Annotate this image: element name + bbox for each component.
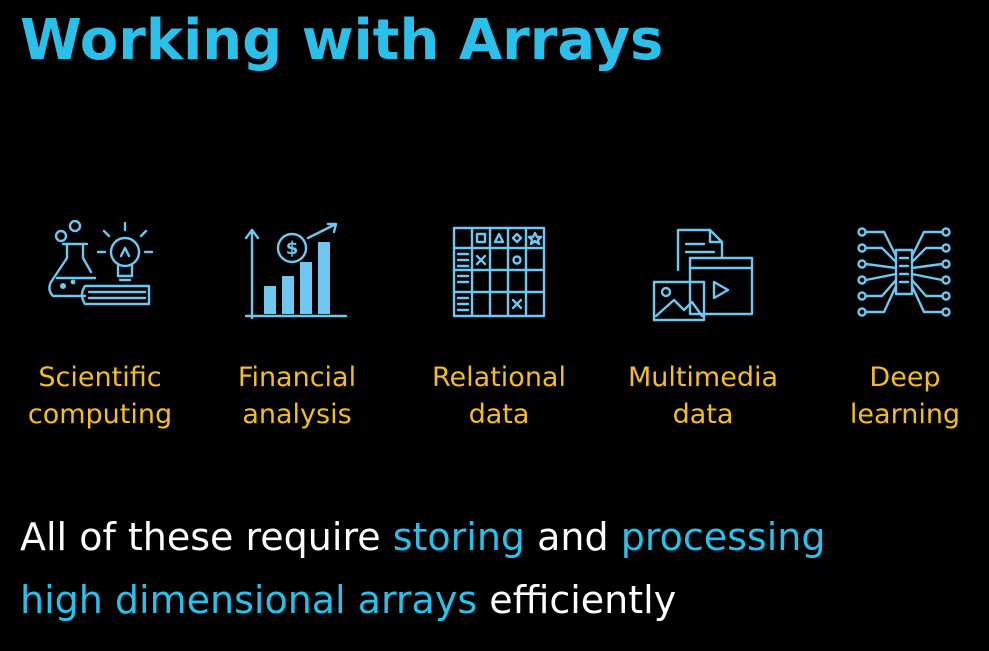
- topic-label-line1: Multimedia: [627, 362, 779, 393]
- topic-scientific-computing: Scientific computing: [0, 220, 200, 433]
- topic-label-line1: Relational: [432, 362, 566, 393]
- finance-chart-icon: $: [244, 222, 348, 320]
- summary-text-plain: efficiently: [477, 578, 677, 622]
- summary-text-plain: All of these require: [20, 515, 393, 559]
- topic-relational-data: Relational data: [399, 220, 599, 433]
- svg-text:$: $: [286, 238, 299, 259]
- summary-line-2: high dimensional arrays efficiently: [20, 569, 826, 632]
- topic-label-line2: analysis: [242, 399, 352, 430]
- topic-deep-learning: Deep learning: [805, 220, 989, 433]
- summary-line-1: All of these require storing and process…: [20, 506, 826, 569]
- topic-label-line2: data: [672, 399, 734, 430]
- multimedia-files-icon: [652, 228, 754, 322]
- summary-highlight-arrays: high dimensional arrays: [20, 578, 478, 622]
- topic-label: Scientific computing: [0, 359, 200, 433]
- summary-text: All of these require storing and process…: [20, 506, 826, 632]
- topics-row: Scientific computing $ Financial analysi…: [0, 220, 989, 440]
- slide-title: Working with Arrays: [20, 8, 664, 73]
- topic-label-line1: Financial: [237, 362, 357, 393]
- topic-label-line2: computing: [27, 399, 173, 430]
- topic-multimedia-data: Multimedia data: [603, 220, 803, 433]
- topic-financial-analysis: $ Financial analysis: [197, 220, 397, 433]
- summary-highlight-processing: processing: [620, 515, 826, 559]
- neural-network-icon: [857, 227, 951, 317]
- relational-table-icon: [452, 226, 546, 318]
- topic-label-line2: data: [468, 399, 530, 430]
- summary-highlight-storing: storing: [392, 515, 526, 559]
- topic-label: Multimedia data: [603, 359, 803, 433]
- topic-label: Relational data: [399, 359, 599, 433]
- topic-label-line1: Deep: [869, 362, 941, 393]
- topic-label: Financial analysis: [197, 359, 397, 433]
- summary-text-plain: and: [525, 515, 621, 559]
- topic-label: Deep learning: [805, 359, 989, 433]
- topic-label-line1: Scientific: [38, 362, 162, 393]
- topic-label-line2: learning: [849, 399, 961, 430]
- science-flask-bulb-icon: [48, 220, 154, 306]
